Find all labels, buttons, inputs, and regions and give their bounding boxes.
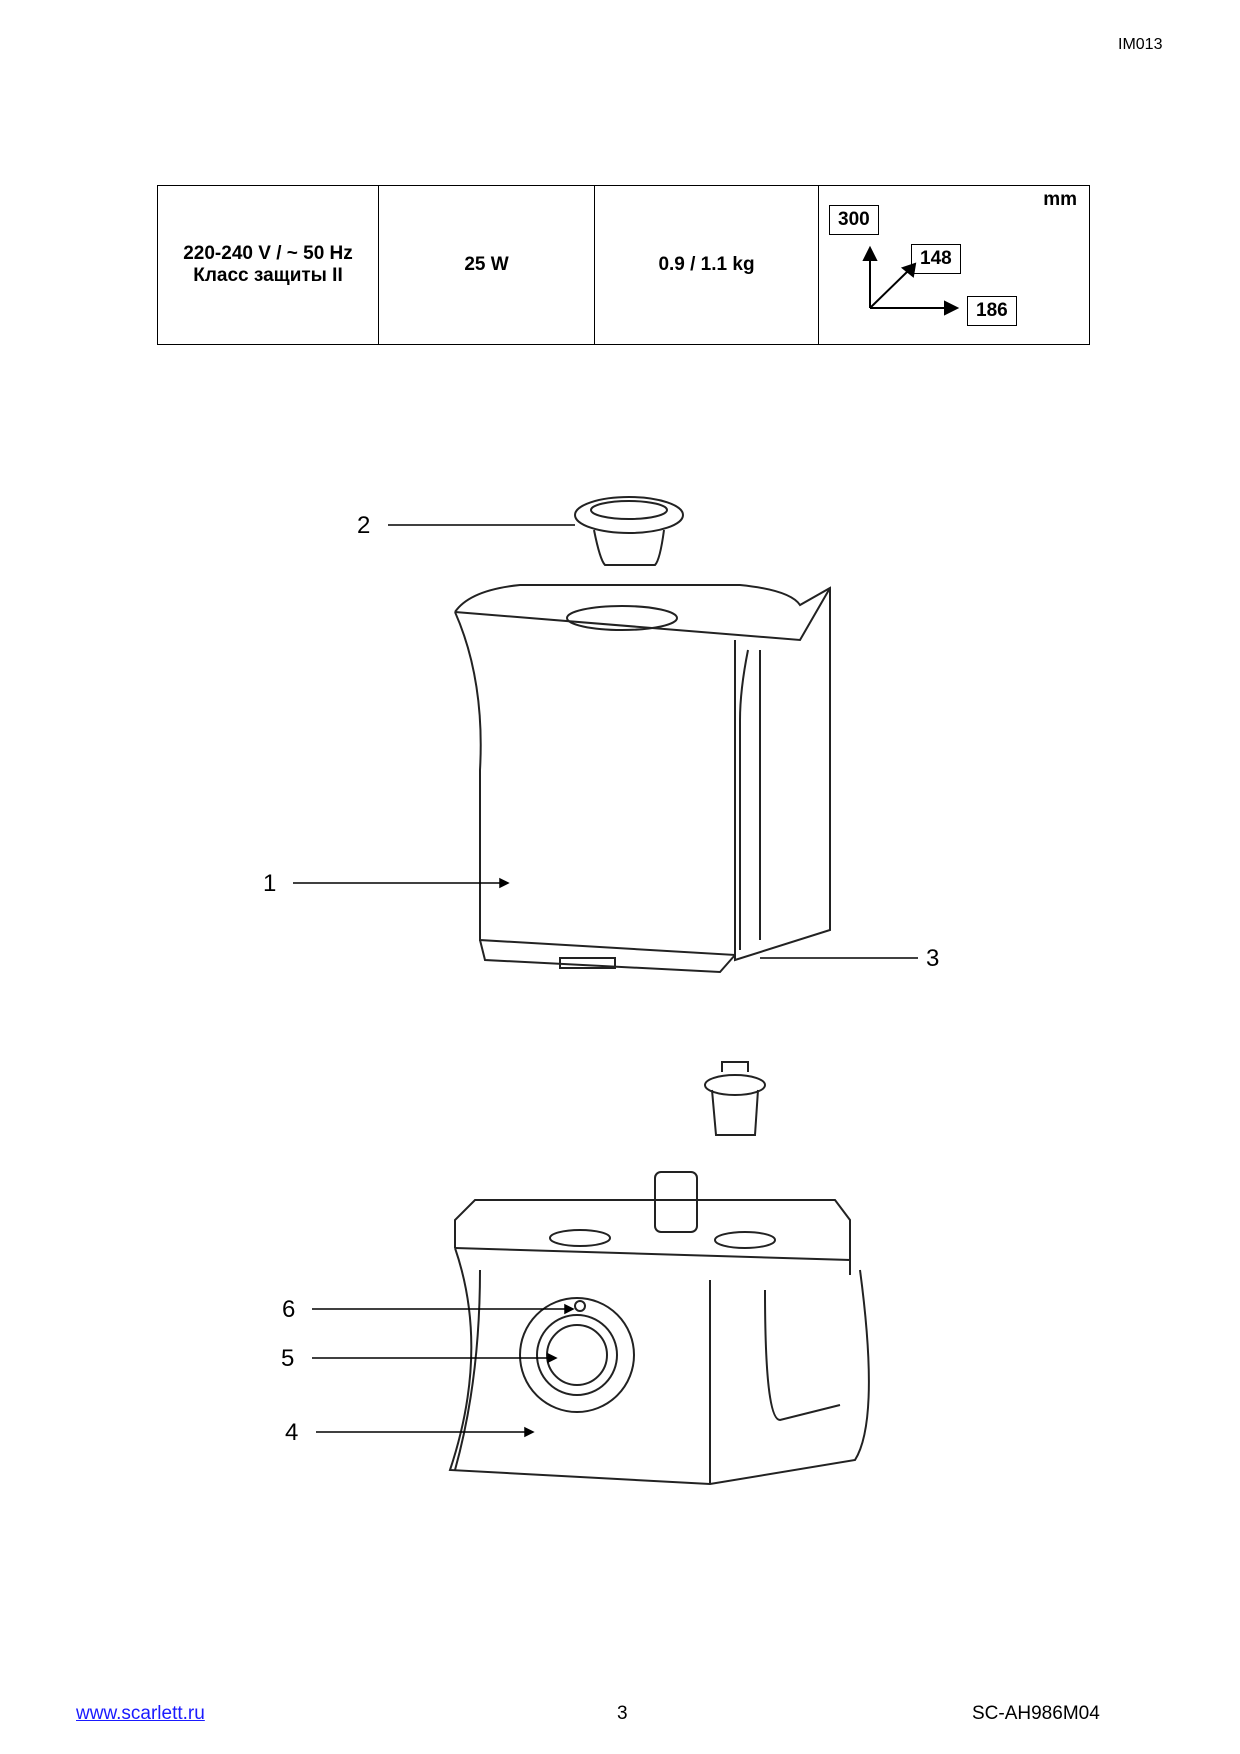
tank-cap [574, 496, 684, 566]
callout-1: 1 [263, 870, 277, 897]
unit-label: mm [1043, 189, 1077, 210]
callout-5: 5 [281, 1345, 295, 1372]
model-number: SC-AH986M04 [972, 1703, 1100, 1724]
callout-3: 3 [926, 945, 940, 972]
website-link[interactable]: www.scarlett.ru [76, 1703, 205, 1724]
water-tank [454, 584, 831, 974]
voltage: 220-240 V / ~ 50 Hz [183, 243, 353, 264]
page-number: 3 [617, 1703, 628, 1724]
callout-2: 2 [357, 512, 371, 539]
base-unit [448, 1171, 870, 1486]
nozzle [704, 1061, 766, 1136]
protection-class: Класс защиты II [193, 265, 343, 286]
weight-cell: 0.9 / 1.1 kg [594, 185, 819, 345]
height-dimension: 300 [829, 205, 879, 235]
voltage-cell: 220-240 V / ~ 50 Hz Класс защиты II [157, 185, 379, 345]
width-dimension: 186 [967, 296, 1017, 326]
document-code: IM013 [1118, 36, 1163, 53]
dimension-arrows-icon [862, 245, 960, 316]
power-cell: 25 W [378, 185, 595, 345]
depth-dimension: 148 [911, 244, 961, 274]
callout-4: 4 [285, 1419, 299, 1446]
spec-table: 220-240 V / ~ 50 Hz Класс защиты II 25 W… [157, 185, 1090, 345]
dimensions-cell: mm 300 148 186 [818, 185, 1090, 345]
callout-6: 6 [282, 1296, 296, 1323]
callout-leaders [293, 524, 918, 1438]
